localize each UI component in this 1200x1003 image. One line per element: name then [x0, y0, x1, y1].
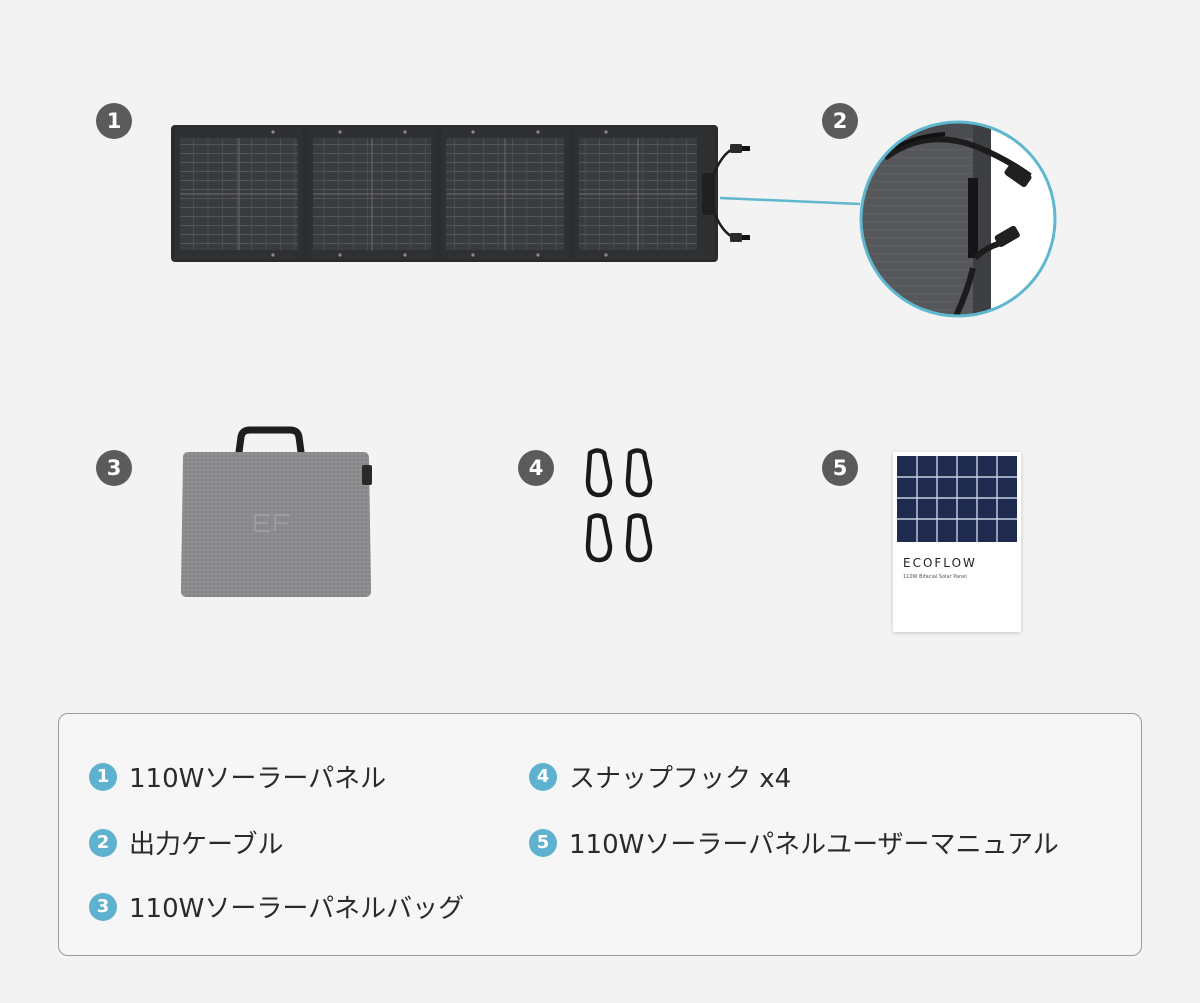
output-cable-image — [859, 120, 1057, 318]
callout-line — [720, 196, 861, 206]
legend-text-3: 110Wソーラーパネルバッグ — [129, 894, 465, 924]
legend-num-2: 2 — [89, 828, 117, 857]
legend-item-3: 3 110Wソーラーパネルバッグ — [89, 888, 464, 925]
item-3-badge: 3 — [96, 450, 132, 486]
legend-num-3: 3 — [89, 892, 117, 921]
legend-text-4: スナップフック x4 — [569, 764, 792, 794]
snap-hooks-image — [585, 448, 653, 563]
item-5-badge: 5 — [822, 450, 858, 486]
manual-subtitle: 110W Bifacial Solar Panel — [903, 574, 967, 580]
item-2-badge: 2 — [822, 103, 858, 139]
legend-num-5: 5 — [529, 828, 557, 857]
user-manual-image: ECOFLOW 110W Bifacial Solar Panel — [893, 452, 1021, 632]
legend-item-4: 4 スナップフック x4 — [529, 758, 791, 795]
legend-item-1: 1 110Wソーラーパネル — [89, 758, 386, 795]
legend-num-4: 4 — [529, 762, 557, 791]
legend-item-2: 2 出力ケーブル — [89, 824, 283, 861]
contents-legend: 1 110Wソーラーパネル 2 出力ケーブル 3 110Wソーラーパネルバッグ … — [58, 713, 1142, 956]
legend-item-5: 5 110Wソーラーパネルユーザーマニュアル — [529, 824, 1059, 861]
legend-text-5: 110Wソーラーパネルユーザーマニュアル — [569, 830, 1059, 860]
manual-cover-cells — [897, 456, 1017, 542]
legend-text-2: 出力ケーブル — [129, 830, 284, 860]
item-4-badge: 4 — [518, 450, 554, 486]
panel-bag-image — [181, 426, 372, 597]
solar-panel-image — [171, 125, 750, 262]
legend-text-1: 110Wソーラーパネル — [129, 764, 387, 794]
manual-brand: ECOFLOW — [903, 556, 977, 570]
item-1-badge: 1 — [96, 103, 132, 139]
legend-num-1: 1 — [89, 762, 117, 791]
